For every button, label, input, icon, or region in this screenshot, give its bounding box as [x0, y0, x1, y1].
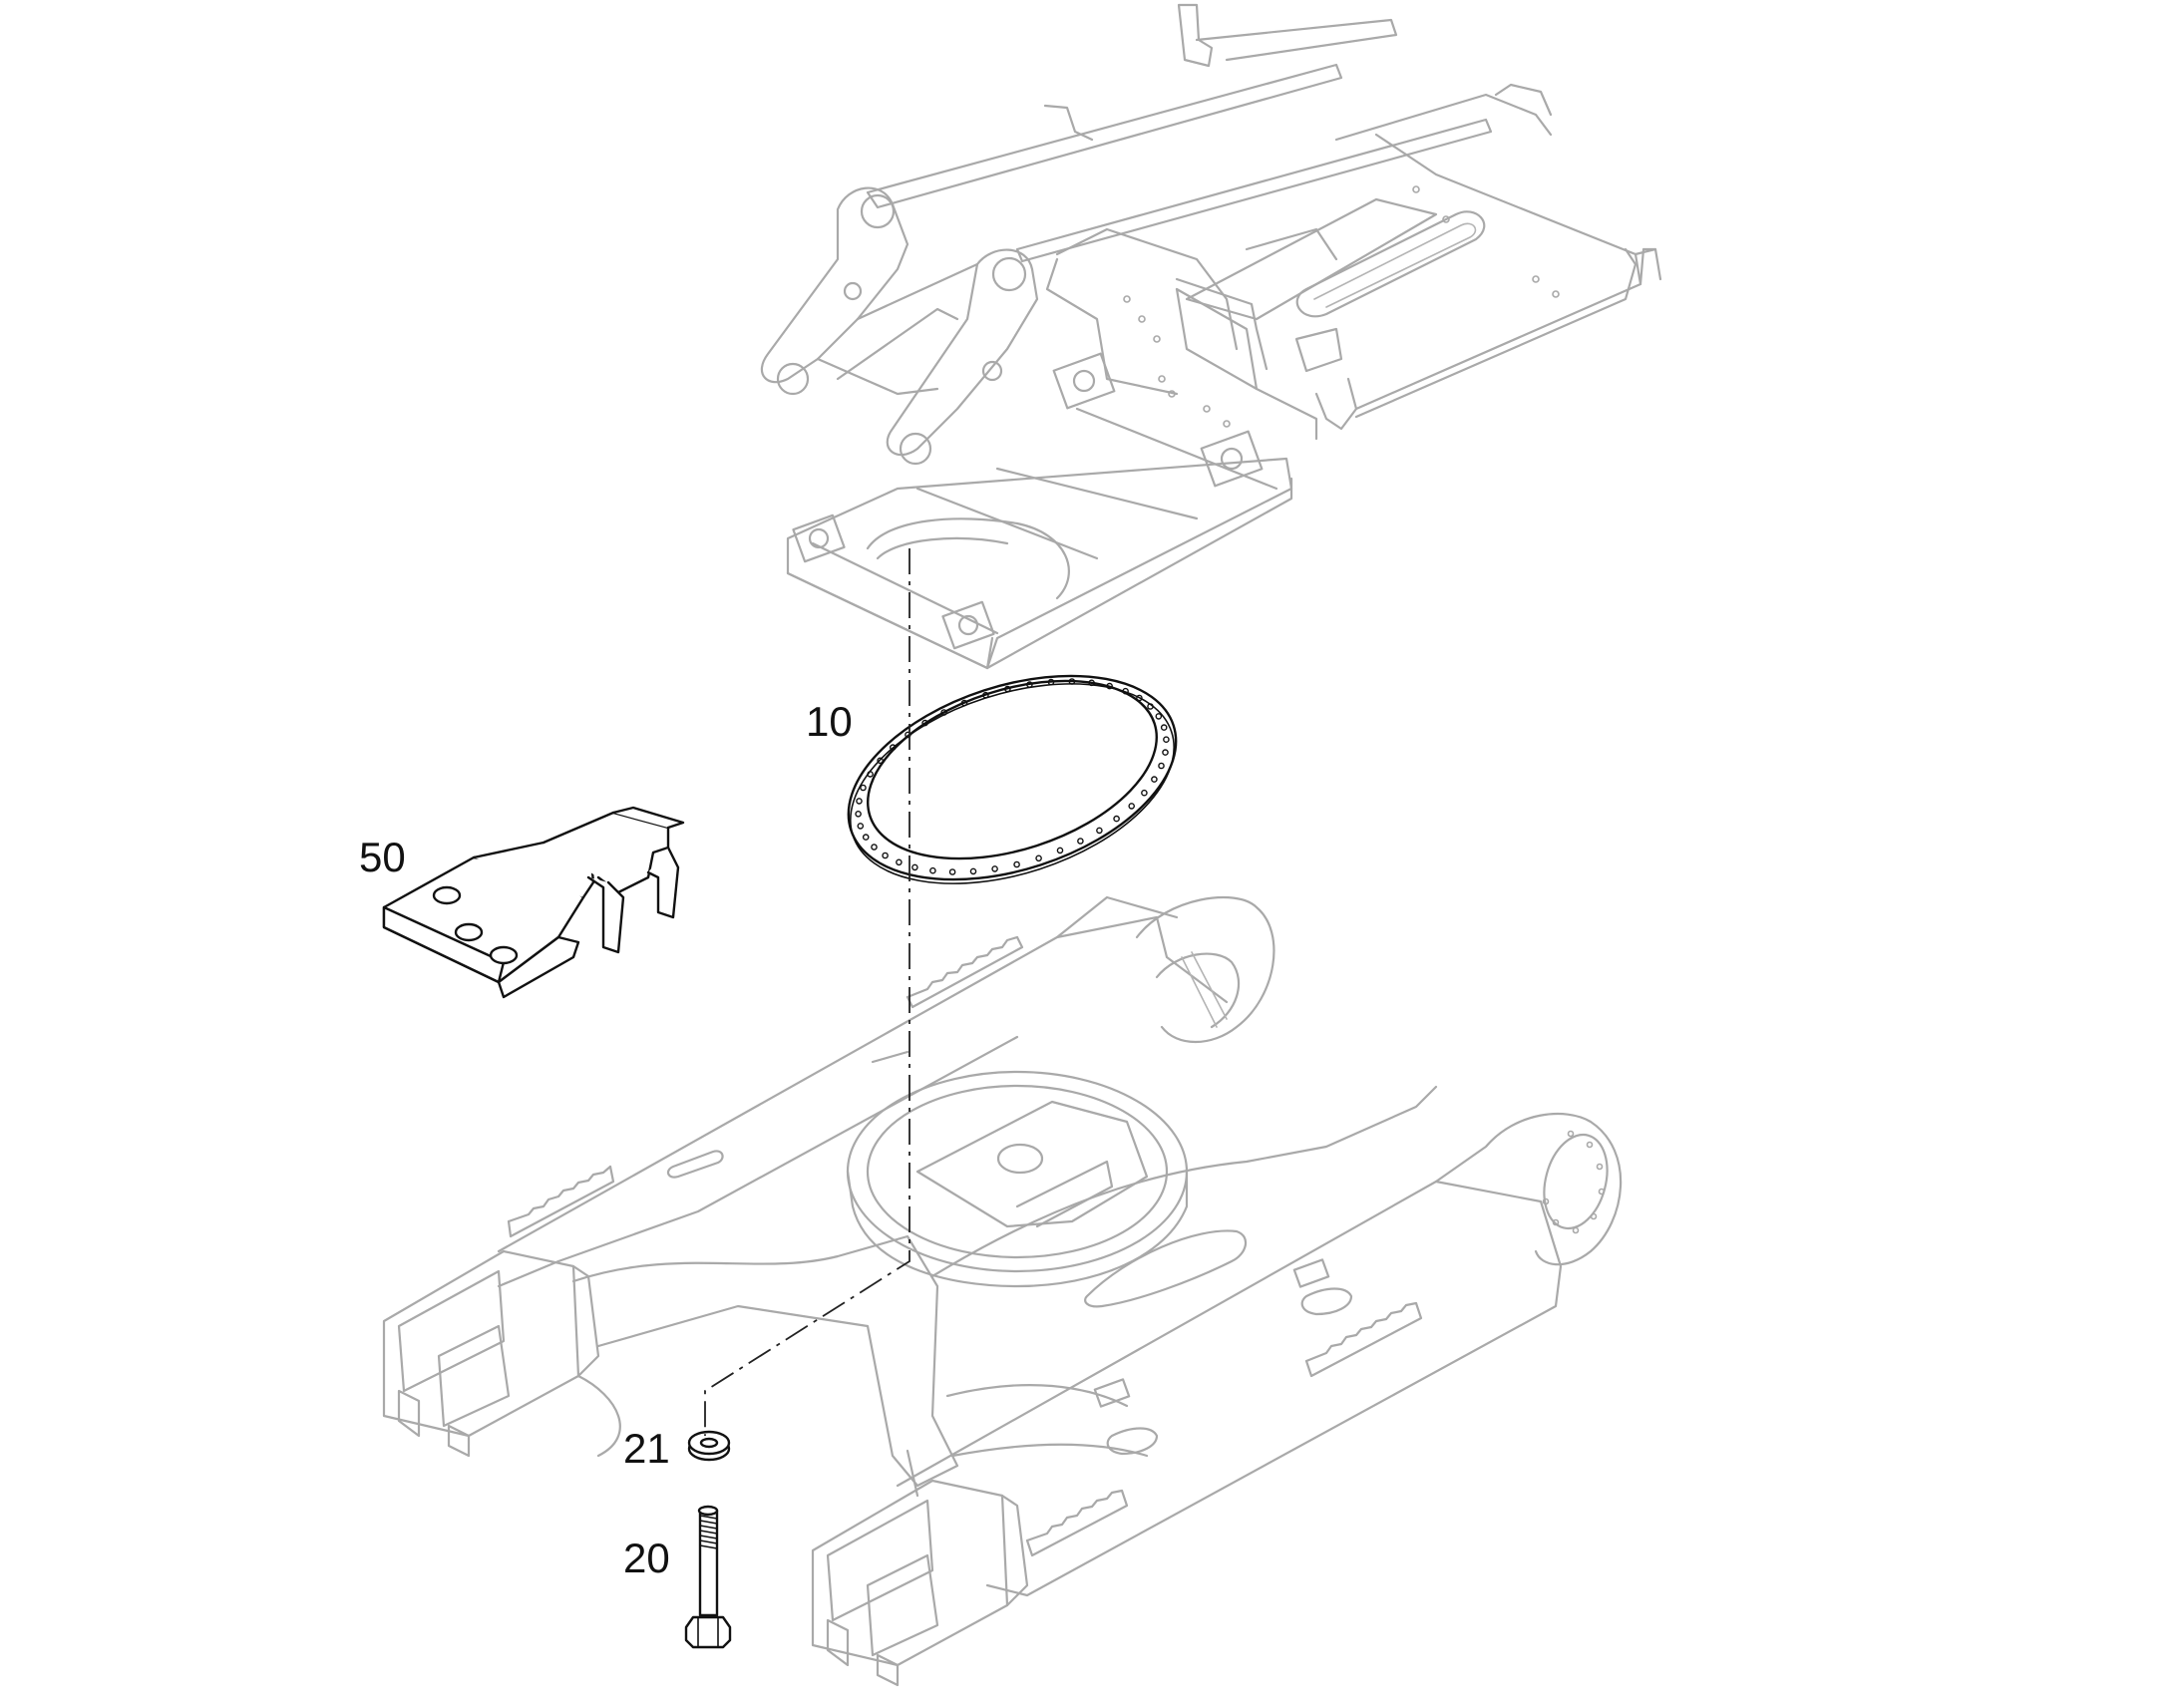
ring-hole — [1158, 762, 1165, 770]
ring-bolt-holes — [855, 678, 1170, 875]
thread-line — [699, 1530, 718, 1535]
ring-hole — [911, 863, 918, 871]
track-frame-drawing — [382, 895, 1623, 1687]
callout-washer: 21 — [623, 1425, 670, 1472]
ring-hole — [857, 823, 865, 830]
ring-hole — [860, 784, 867, 792]
ring-hole — [982, 691, 989, 699]
ring-hole — [1013, 860, 1020, 868]
ring-hole — [1141, 789, 1148, 797]
ring-hole — [1163, 736, 1170, 744]
ring-hole — [921, 719, 928, 727]
ring-hole — [1147, 703, 1154, 710]
ring-hole — [1047, 678, 1055, 686]
ring-hole — [948, 868, 956, 875]
thread-line — [699, 1539, 718, 1544]
ring-hole — [1068, 678, 1076, 685]
ring-hole — [969, 867, 977, 875]
ring-hole — [877, 757, 884, 765]
washer-drawing — [687, 1430, 731, 1462]
ring-hole — [1128, 803, 1135, 810]
callout-bolt: 20 — [623, 1535, 670, 1581]
ring-bearing-drawing — [847, 674, 1178, 884]
ring-hole — [960, 699, 968, 707]
ring-hole — [1077, 838, 1084, 845]
ring-hole — [1056, 847, 1064, 854]
end-cap-holes — [1542, 1130, 1606, 1234]
ring-hole — [1162, 749, 1169, 756]
ring-hole — [890, 744, 897, 751]
ring-hole — [1122, 687, 1129, 695]
ring-hole — [1160, 724, 1168, 731]
ring-hole — [855, 811, 862, 818]
ring-hole — [940, 709, 947, 716]
bolt-threads — [699, 1515, 718, 1549]
ring-hole — [1136, 694, 1143, 702]
thread-line — [699, 1515, 718, 1520]
ring-hole — [1035, 854, 1042, 862]
thread-line — [699, 1525, 718, 1530]
ring-hole — [929, 866, 936, 874]
ring-hole — [871, 844, 878, 851]
assembly-centerline — [704, 548, 910, 1436]
ring-hole — [1106, 682, 1113, 690]
callout-ring: 10 — [806, 698, 853, 745]
thread-line — [699, 1535, 718, 1539]
ring-hole — [882, 852, 889, 859]
callout-bracket: 50 — [359, 834, 406, 880]
ring-hole — [905, 731, 911, 739]
hex-bolt-drawing — [684, 1505, 732, 1649]
ring-hole — [991, 865, 998, 872]
ring-hole — [1026, 681, 1033, 688]
ring-hole — [1096, 827, 1103, 835]
ring-hole — [1155, 713, 1163, 720]
thread-line — [699, 1544, 718, 1549]
ring-hole — [1088, 679, 1095, 687]
ring-hole — [1113, 815, 1120, 823]
ring-hole — [896, 858, 903, 866]
ring-hole — [867, 771, 874, 778]
upper-frame-drawing — [760, 3, 1662, 670]
ring-hole — [856, 798, 863, 805]
ring-hole — [862, 834, 870, 841]
thread-line — [699, 1520, 718, 1525]
ring-hole — [1151, 776, 1158, 783]
ring-hole — [1004, 685, 1011, 693]
bracket-plate-drawing — [382, 806, 685, 999]
